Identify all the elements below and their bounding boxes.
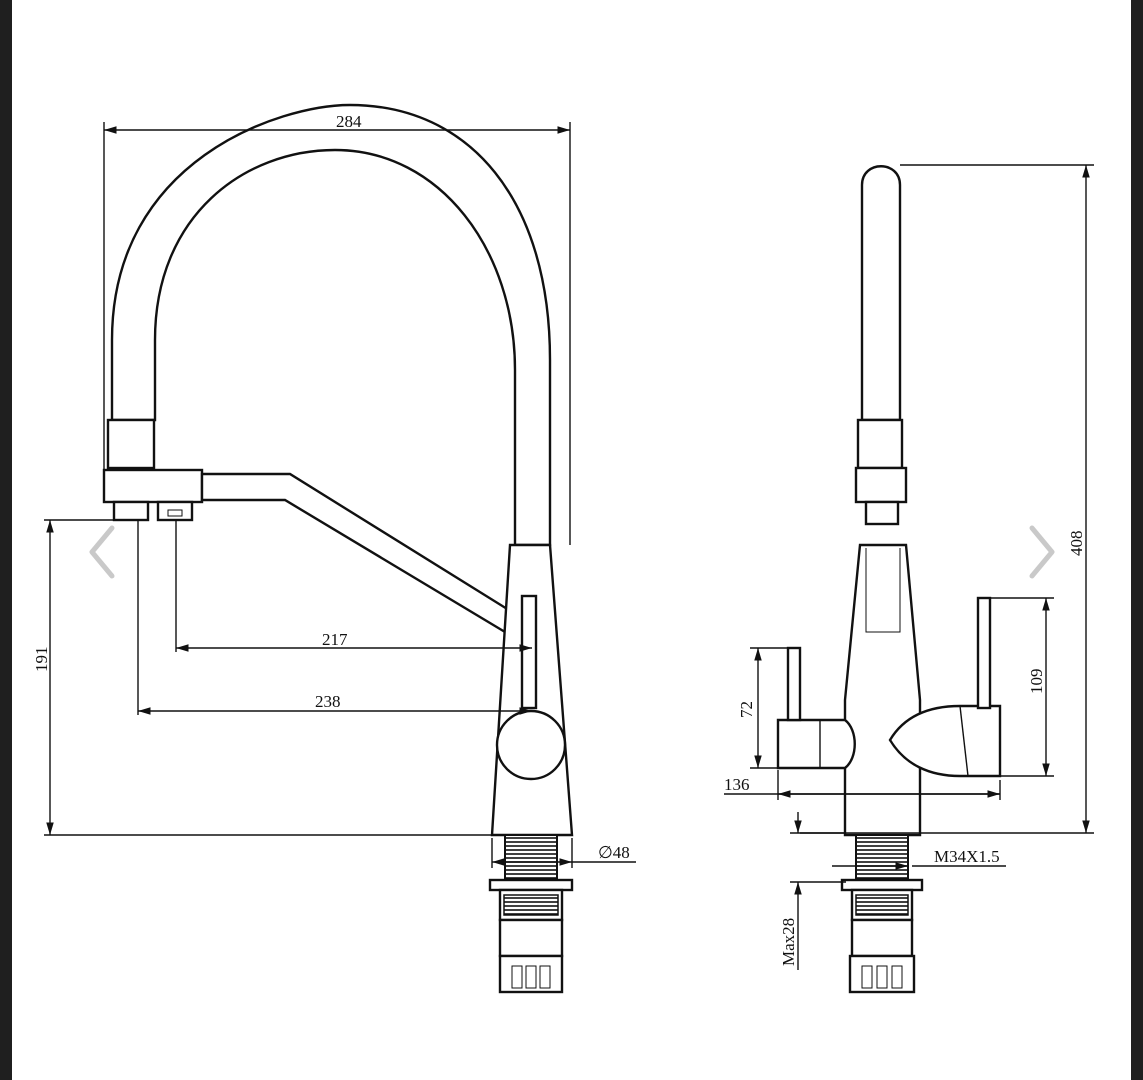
dim-outlet-height-label: 191 bbox=[32, 647, 51, 673]
side-left-handle-hub bbox=[776, 718, 856, 770]
side-right-handle bbox=[976, 596, 992, 710]
dim-body-width-label: 136 bbox=[724, 775, 750, 794]
dim-thread-label: M34X1.5 bbox=[934, 847, 1000, 866]
side-outlet bbox=[864, 500, 900, 526]
dim-left-handle-label: 72 bbox=[737, 701, 756, 718]
dim-spout-reach-label: 238 bbox=[315, 692, 341, 711]
front-lever bbox=[520, 594, 538, 710]
front-main-outlet bbox=[112, 500, 150, 522]
front-spray-head bbox=[102, 468, 204, 504]
dim-right-handle-label: 109 bbox=[1027, 669, 1046, 695]
front-lever-knob bbox=[495, 709, 567, 781]
side-spout bbox=[860, 165, 902, 422]
front-hex-nut bbox=[498, 954, 564, 994]
dim-max-deck-label: Max28 bbox=[779, 918, 798, 966]
front-view: 284 217 238 191 ∅48 bbox=[32, 103, 636, 994]
side-thread bbox=[855, 834, 909, 880]
previous-image-button[interactable] bbox=[82, 522, 122, 582]
side-left-handle bbox=[786, 646, 802, 722]
dim-total-height-label: 408 bbox=[1067, 531, 1086, 557]
chevron-left-icon bbox=[89, 525, 115, 579]
dim-spray-reach-label: 217 bbox=[322, 630, 348, 649]
front-spout-collar bbox=[106, 418, 156, 470]
side-washer bbox=[840, 878, 924, 892]
front-filter-outlet bbox=[156, 500, 194, 522]
side-spray-head bbox=[854, 466, 908, 504]
side-spout-collar bbox=[856, 418, 904, 470]
side-view: 408 72 109 136 M34X1.5 Max28 bbox=[724, 164, 1094, 994]
side-hex-nut bbox=[848, 954, 916, 994]
next-image-button[interactable] bbox=[1022, 522, 1062, 582]
dim-base-diameter-label: ∅48 bbox=[598, 843, 630, 862]
side-body bbox=[843, 543, 922, 837]
chevron-right-icon bbox=[1029, 525, 1055, 579]
front-washer bbox=[488, 878, 574, 892]
side-hose-fitting bbox=[850, 918, 914, 958]
front-filter-tube bbox=[200, 472, 514, 634]
front-thread bbox=[504, 834, 558, 880]
front-hose-fitting bbox=[498, 918, 564, 958]
dim-width-label: 284 bbox=[336, 112, 362, 131]
side-right-handle-hub bbox=[888, 704, 1002, 778]
